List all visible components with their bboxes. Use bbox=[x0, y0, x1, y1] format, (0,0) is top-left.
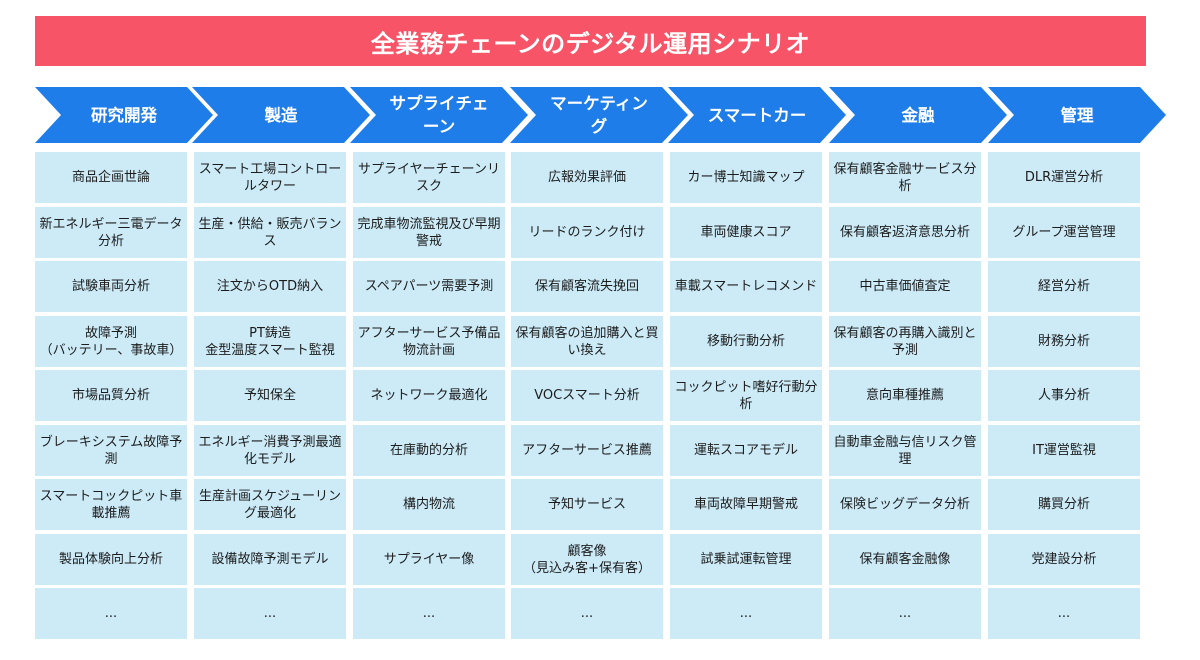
scenario-cell: 在庫動的分析 bbox=[353, 425, 505, 476]
scenario-cell: 商品企画世論 bbox=[35, 152, 187, 203]
scenario-cell: 自動車金融与信リスク管理 bbox=[829, 425, 981, 476]
scenario-cell: ... bbox=[194, 588, 346, 639]
chevron-7: 管理 bbox=[988, 87, 1166, 143]
scenario-cell: IT運営監視 bbox=[988, 425, 1140, 476]
scenario-cell: DLR運営分析 bbox=[988, 152, 1140, 203]
scenario-cell: 中古車価値査定 bbox=[829, 261, 981, 312]
chevron-label: サプライチェーン bbox=[389, 94, 489, 136]
scenario-cell: 設備故障予測モデル bbox=[194, 534, 346, 585]
scenario-cell: ... bbox=[829, 588, 981, 639]
scenario-cell: 顧客像（見込み客+保有客） bbox=[511, 534, 663, 585]
scenario-cell: サプライヤー像 bbox=[353, 534, 505, 585]
scenario-cell: カー博士知識マップ bbox=[670, 152, 822, 203]
chevron-5: スマートカー bbox=[668, 87, 846, 143]
scenario-cell: 車両故障早期警戒 bbox=[670, 479, 822, 530]
scenario-cell: 試乗試運転管理 bbox=[670, 534, 822, 585]
scenario-cell: 保有顧客返済意思分析 bbox=[829, 207, 981, 258]
chevron-label: 管理 bbox=[1060, 105, 1094, 125]
scenario-cell: スマート工場コントロールタワー bbox=[194, 152, 346, 203]
chevron-label: マーケティング bbox=[550, 94, 648, 136]
scenario-cell: 移動行動分析 bbox=[670, 316, 822, 367]
scenario-cell: 運転スコアモデル bbox=[670, 425, 822, 476]
scenario-cell: 生産計画スケジューリング最適化 bbox=[194, 479, 346, 530]
scenario-cell: 注文からOTD納入 bbox=[194, 261, 346, 312]
scenario-cell: ... bbox=[670, 588, 822, 639]
scenario-cell: 生産・供給・販売バランス bbox=[194, 207, 346, 258]
chevron-3: サプライチェーン bbox=[350, 87, 528, 143]
scenario-cell: 購買分析 bbox=[988, 479, 1140, 530]
scenario-cell: 広報効果評価 bbox=[511, 152, 663, 203]
scenario-cell: ネットワーク最適化 bbox=[353, 370, 505, 421]
chevron-label: 金融 bbox=[901, 105, 935, 125]
scenario-cell: 車両健康スコア bbox=[670, 207, 822, 258]
scenario-cell: 完成車物流監視及び早期警戒 bbox=[353, 207, 505, 258]
scenario-cell: 試験車両分析 bbox=[35, 261, 187, 312]
scenario-cell: 保有顧客の再購入識別と予測 bbox=[829, 316, 981, 367]
scenario-cell: PT鋳造金型温度スマート監視 bbox=[194, 316, 346, 367]
chevron-2: 製造 bbox=[192, 87, 370, 143]
scenario-cell: 党建設分析 bbox=[988, 534, 1140, 585]
scenario-cell: グループ運営管理 bbox=[988, 207, 1140, 258]
scenario-cell: 市場品質分析 bbox=[35, 370, 187, 421]
scenario-cell: 意向車種推薦 bbox=[829, 370, 981, 421]
scenario-cell: スペアパーツ需要予測 bbox=[353, 261, 505, 312]
scenario-cell: 車載スマートレコメンド bbox=[670, 261, 822, 312]
chevron-1: 研究開発 bbox=[35, 87, 213, 143]
scenario-cell: スマートコックピット車載推薦 bbox=[35, 479, 187, 530]
scenario-cell: 予知サービス bbox=[511, 479, 663, 530]
chevron-label: 研究開発 bbox=[91, 105, 157, 125]
scenario-cell: 構内物流 bbox=[353, 479, 505, 530]
scenario-cell: コックピット嗜好行動分析 bbox=[670, 370, 822, 421]
scenario-cell: 保有顧客の追加購入と買い換え bbox=[511, 316, 663, 367]
scenario-cell: 製品体験向上分析 bbox=[35, 534, 187, 585]
scenario-cell: 人事分析 bbox=[988, 370, 1140, 421]
scenario-cell: ... bbox=[511, 588, 663, 639]
scenario-cell: 故障予測（バッテリー、事故車） bbox=[35, 316, 187, 367]
scenario-cell: ... bbox=[988, 588, 1140, 639]
page-title: 全業務チェーンのデジタル運用シナリオ bbox=[35, 16, 1146, 66]
scenario-cell: 経営分析 bbox=[988, 261, 1140, 312]
scenario-cell: 保有顧客流失挽回 bbox=[511, 261, 663, 312]
scenario-cell: ブレーキシステム故障予測 bbox=[35, 425, 187, 476]
chevron-label: スマートカー bbox=[707, 105, 807, 125]
chevron-6: 金融 bbox=[829, 87, 1007, 143]
scenario-cell: 予知保全 bbox=[194, 370, 346, 421]
scenario-cell: 財務分析 bbox=[988, 316, 1140, 367]
scenario-cell: アフターサービス推薦 bbox=[511, 425, 663, 476]
chevron-label: 製造 bbox=[264, 105, 298, 125]
scenario-cell: 保有顧客金融サービス分析 bbox=[829, 152, 981, 203]
scenario-cell: 新エネルギー三電データ分析 bbox=[35, 207, 187, 258]
scenario-cell: ... bbox=[353, 588, 505, 639]
scenario-cell: アフターサービス予備品物流計画 bbox=[353, 316, 505, 367]
scenario-cell: 保有顧客金融像 bbox=[829, 534, 981, 585]
scenario-cell: 保険ビッグデータ分析 bbox=[829, 479, 981, 530]
scenario-cell: リードのランク付け bbox=[511, 207, 663, 258]
scenario-cell: エネルギー消費予測最適化モデル bbox=[194, 425, 346, 476]
scenario-cell: サプライヤーチェーンリスク bbox=[353, 152, 505, 203]
scenario-cell: VOCスマート分析 bbox=[511, 370, 663, 421]
scenario-cell: ... bbox=[35, 588, 187, 639]
process-chevrons: 研究開発 製造 サプライチェーン マーケティング スマートカー 金融 管理 bbox=[0, 87, 1200, 143]
chevron-4: マーケティング bbox=[510, 87, 688, 143]
